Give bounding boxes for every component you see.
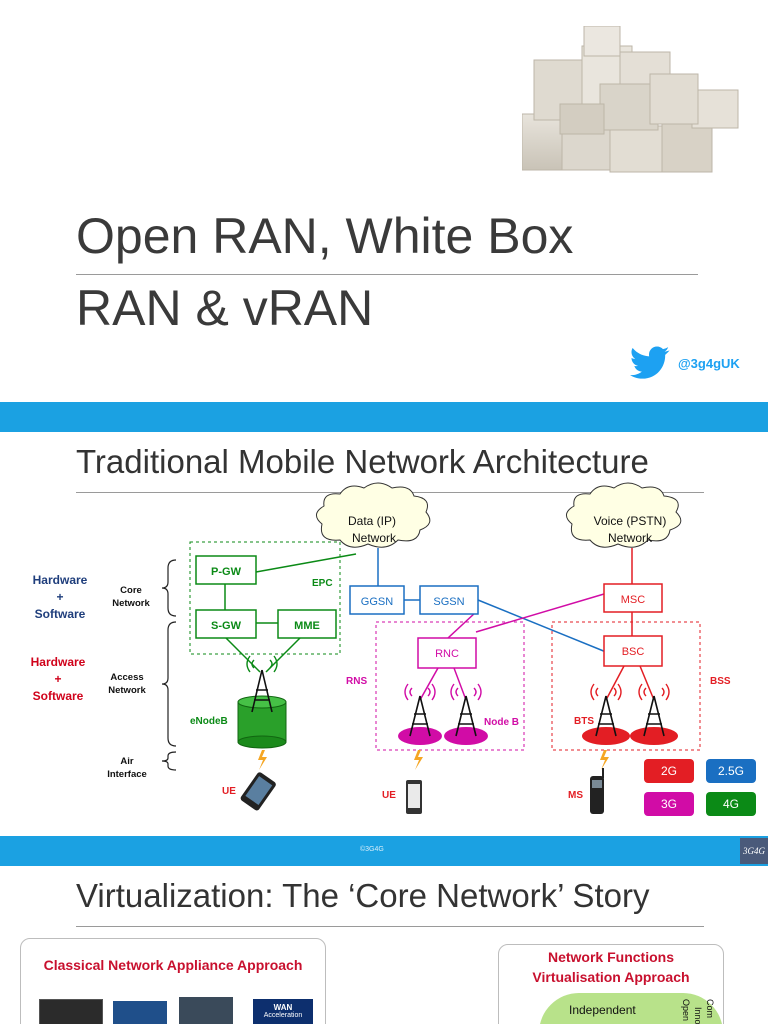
bts-tower-icon-1 (582, 683, 630, 745)
nodeb-tower-icon-1 (398, 683, 442, 745)
title-slide: Open RAN, White Box RAN & vRAN @3g4gUK (0, 0, 768, 402)
mme-label: MME (294, 620, 320, 632)
mobile-phone-icon-ms (590, 768, 604, 814)
sgw-node: S-GW (195, 609, 257, 639)
core-network-tier-label: Core Network (112, 585, 150, 609)
rnc-node: RNC (417, 637, 477, 669)
footer-3g4g-logo: 3G4G (740, 838, 768, 864)
legend-4g: 4G (706, 792, 756, 816)
msc-label: MSC (621, 594, 646, 606)
nfv-approach-title-line1: Network Functions (547, 949, 674, 965)
classical-approach-title: Classical Network Appliance Approach (43, 957, 303, 973)
bts-tower-icon-2 (630, 683, 678, 745)
pgw-label: P-GW (211, 566, 242, 578)
radio-link-bolt-icon-1 (258, 750, 267, 770)
bsc-node: BSC (603, 635, 663, 667)
tier-braces (161, 559, 177, 771)
sw-label: Software (32, 689, 84, 703)
legend-2g: 2G (644, 759, 694, 783)
hw-label: Hardware (32, 573, 88, 587)
sgw-label: S-GW (211, 620, 242, 632)
radio-link-bolt-icon-3 (600, 750, 609, 770)
epc-label: EPC (312, 578, 333, 589)
nfv-approach-panel: Network Functions Virtualisation Approac… (498, 944, 724, 1024)
twitter-bird-icon (630, 346, 670, 379)
legend-3g: 3G (644, 792, 694, 816)
hardware-software-label-2: Hardware + Software (18, 654, 98, 705)
ggsn-label: GGSN (361, 596, 393, 608)
slide-title-line-1: Open RAN, White Box (76, 208, 574, 264)
hw-label: Hardware (30, 655, 86, 669)
nodeb-tower-icon-2 (444, 683, 488, 745)
voice-cloud-line2: Network (608, 531, 653, 545)
architecture-slide-title: Traditional Mobile Network Architecture (76, 443, 649, 480)
ue-label-2: UE (382, 790, 396, 801)
air-interface-tier-label: Air Interface (107, 756, 147, 780)
sgsn-node: SGSN (419, 585, 479, 615)
title-divider (76, 274, 698, 275)
nfv-green-cloud (539, 993, 723, 1024)
ms-label: MS (568, 790, 583, 801)
smartphone-icon-ue-4g (240, 772, 276, 811)
mme-node: MME (277, 609, 337, 639)
ggsn-node: GGSN (349, 585, 405, 615)
plus-label: + (56, 590, 64, 604)
nodeb-label: Node B (484, 717, 519, 728)
nfv-approach-title-line2: Virtualisation Approach (532, 969, 690, 985)
virtualization-title-divider (76, 926, 704, 927)
data-cloud-line2: Network (352, 531, 397, 545)
sw-label: Software (34, 607, 86, 621)
nfv-independent-label: Independent (569, 1003, 636, 1017)
enodeb-label: eNodeB (190, 716, 228, 727)
architecture-diagram: Data (IP) Network Voice (PSTN) Network (161, 482, 731, 814)
virtualization-slide-title: Virtualization: The ‘Core Network’ Story (76, 877, 650, 914)
slide-title-line-2: RAN & vRAN (76, 280, 374, 336)
rns-label: RNS (346, 676, 367, 687)
bss-boundary (551, 621, 701, 751)
cardboard-boxes-image (522, 26, 739, 173)
bsc-label: BSC (622, 646, 645, 658)
ue-label-1: UE (222, 786, 236, 797)
data-ip-network-cloud: Data (IP) Network (316, 482, 431, 548)
radio-link-bolt-icon-2 (414, 750, 423, 770)
footer-copyright: ©3G4G (360, 846, 384, 853)
voice-pstn-network-cloud: Voice (PSTN) Network (566, 482, 682, 548)
phone-icon-ue-3g (406, 780, 422, 814)
slide-footer-bar: ©3G4G 3G4G (0, 836, 768, 866)
plus-label: + (54, 672, 62, 686)
hardware-software-label-1: Hardware + Software (20, 572, 100, 623)
rns-boundary (375, 621, 525, 751)
nfv-vertical-text-3: Com (705, 999, 715, 1019)
legend-2-5g: 2.5G (706, 759, 756, 783)
appliance-image-1 (39, 999, 103, 1024)
nfv-vertical-text-1: Open (681, 999, 691, 1022)
access-network-tier-label: Access Network (108, 672, 146, 696)
wan-acceleration-appliance: WAN Acceleration (253, 999, 313, 1024)
twitter-handle-link[interactable]: @3g4gUK (678, 356, 740, 371)
slide-separator-bar-1 (0, 402, 768, 432)
rnc-label: RNC (435, 648, 459, 660)
appliance-image-3 (179, 997, 233, 1024)
pgw-node: P-GW (195, 555, 257, 585)
voice-cloud-line1: Voice (PSTN) (594, 514, 667, 528)
msc-node: MSC (603, 583, 663, 613)
virtualization-slide: Virtualization: The ‘Core Network’ Story… (0, 866, 768, 1024)
appliance-image-2 (113, 1001, 167, 1024)
nfv-vertical-text-2: Inno (693, 1007, 703, 1024)
architecture-slide: Traditional Mobile Network Architecture … (0, 432, 768, 836)
bts-label: BTS (574, 716, 594, 727)
bss-label: BSS (710, 676, 731, 687)
classical-approach-panel: Classical Network Appliance Approach WAN… (20, 938, 326, 1024)
enodeb-tower-icon (237, 655, 287, 749)
sgsn-label: SGSN (433, 596, 464, 608)
data-cloud-line1: Data (IP) (348, 514, 396, 528)
epc-boundary (189, 541, 341, 655)
